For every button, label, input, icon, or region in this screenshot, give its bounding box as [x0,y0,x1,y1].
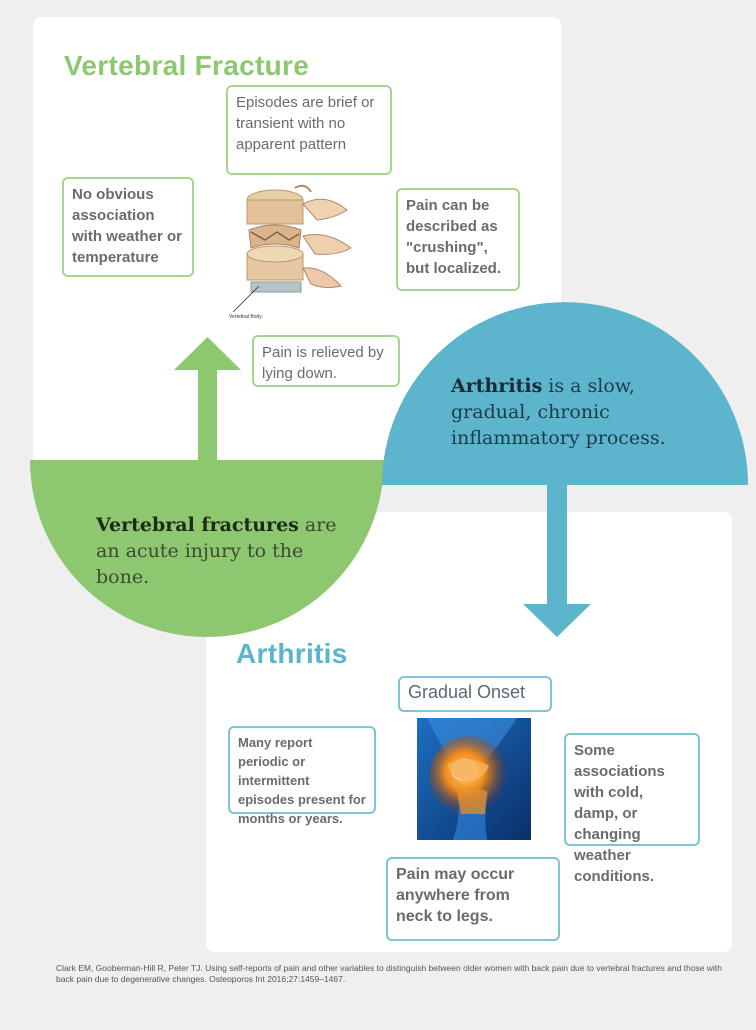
weather-box: No obvious association with weather or t… [62,177,194,277]
arthritis-summary-bold: Arthritis [451,375,543,397]
episodes-box: Episodes are brief or transient with no … [226,85,392,175]
vertebral-body-label: Vertebral Body [229,314,262,320]
weather-associations-box: Some associations with cold, damp, or ch… [564,733,700,885]
vertebral-fracture-title: Vertebral Fracture [64,50,310,81]
citation: Clark EM, Gooberman-Hill R, Peter TJ. Us… [56,963,723,984]
crushing-pain-box: Pain can be described as "crushing", but… [396,188,520,291]
periodic-episodes-box: Many report periodic or intermittent epi… [228,726,376,826]
spine-illustration: Vertebral Body [229,184,352,320]
lying-down-box: Pain is relieved by lying down. [252,335,400,387]
arthritis-summary: Arthritis is a slow, gradual, chronic in… [451,373,691,451]
arthritis-summary-rest: is a slow, gradual, chronic inflammatory… [451,375,666,449]
arthritis-title: Arthritis [236,638,348,669]
vertebral-summary-rest: are an acute injury to the bone. [96,514,337,588]
gradual-onset-box: Gradual Onset [398,676,552,712]
pain-location-box: Pain may occur anywhere from neck to leg… [386,857,560,941]
knee-illustration [417,718,531,840]
vertebral-summary-bold: Vertebral fractures [96,514,299,536]
vertebral-summary: Vertebral fractures are an acute injury … [96,512,346,590]
